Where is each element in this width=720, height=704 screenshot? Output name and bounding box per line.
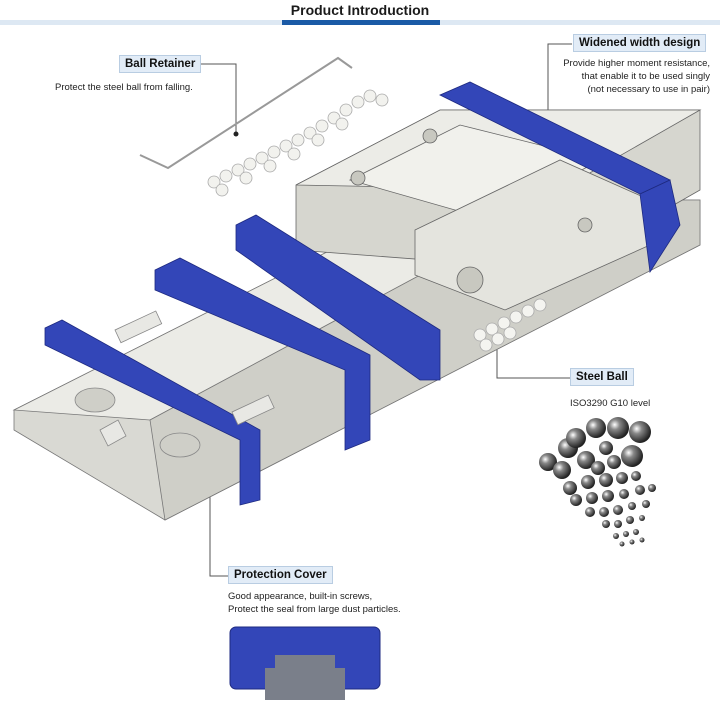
- rail-holes: [74, 387, 201, 458]
- page-title: Product Introduction: [290, 2, 430, 18]
- carriage-balls: [473, 298, 547, 352]
- leader-steel-ball: [496, 345, 570, 379]
- retainer-balls: [207, 89, 389, 197]
- leader-ball-retainer: [200, 63, 237, 134]
- steel-ball-label: Steel Ball: [570, 368, 634, 386]
- protection-cover-description: Good appearance, built-in screws, Protec…: [228, 590, 401, 616]
- protection-cover-plate: [44, 319, 261, 506]
- description-line: Protect the seal from large dust particl…: [228, 604, 401, 615]
- screws: [99, 310, 275, 447]
- protection-cover-image: [229, 626, 381, 700]
- protection-cover-label: Protection Cover: [228, 566, 333, 584]
- description-line: Provide higher moment resistance,: [563, 58, 710, 69]
- ball-retainer-wire: [139, 56, 353, 170]
- ball-retainer-label: Ball Retainer: [119, 55, 202, 73]
- widened-end-cap: [439, 81, 681, 274]
- description-line: Good appearance, built-in screws,: [228, 591, 373, 602]
- ball-retainer-description: Protect the steel ball from falling.: [55, 82, 193, 93]
- leader-widened-width: [547, 43, 572, 125]
- steel-balls-image: [539, 417, 656, 547]
- end-seal-left: [154, 214, 441, 451]
- widened-width-label: Widened width design: [573, 34, 707, 52]
- description-line: that enable it to be used singly: [581, 71, 710, 82]
- steel-ball-description: ISO3290 G10 level: [570, 398, 651, 409]
- description-line: (not necessary to use in pair): [587, 84, 710, 95]
- title-divider-accent: [282, 20, 440, 25]
- widened-width-description: Provide higher moment resistance, that e…: [563, 57, 710, 96]
